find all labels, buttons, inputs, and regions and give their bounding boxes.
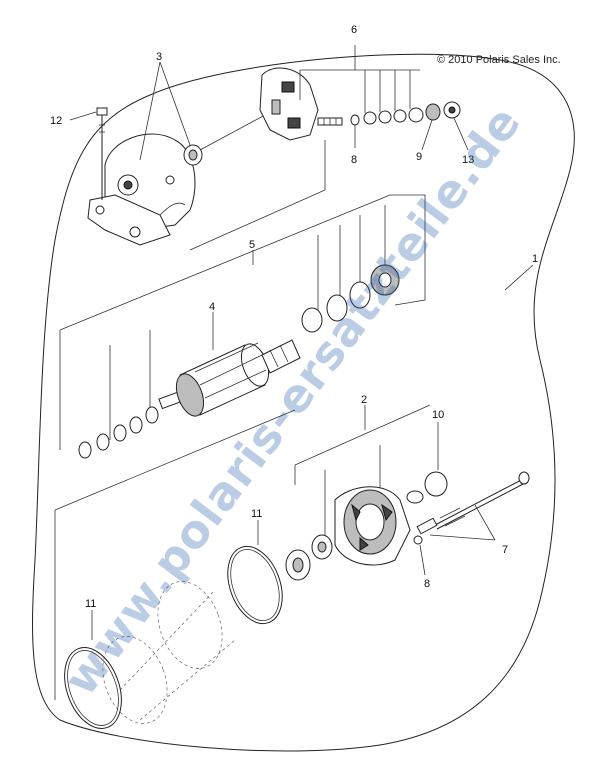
part-terminal-stud (317, 117, 343, 126)
part-yoke (102, 581, 236, 724)
callout-8-top: 8 (351, 154, 357, 166)
part-spacer-stack-left (78, 406, 159, 459)
callout-3: 3 (156, 51, 162, 63)
assembly-outline (32, 53, 575, 752)
part-spacer-stack-right (301, 264, 400, 333)
copyright-text: © 2010 Polaris Sales Inc. (437, 54, 561, 66)
part-washer-stack (350, 101, 461, 126)
callout-8-bottom: 8 (424, 578, 430, 590)
part-o-ring-lower (64, 647, 122, 729)
callout-11-upper: 11 (251, 508, 262, 520)
part-brush-plate (259, 67, 319, 141)
part-bushing (183, 144, 203, 166)
part-drive-housing (334, 486, 424, 566)
part-bearing (285, 534, 333, 581)
part-through-bolt (416, 471, 530, 535)
part-o-ring-upper (227, 545, 283, 625)
part-armature (158, 339, 301, 417)
callout-12: 12 (50, 115, 62, 127)
part-end-cover (87, 133, 196, 246)
callout-2: 2 (361, 394, 367, 406)
callout-5: 5 (249, 239, 255, 251)
callout-1: 1 (532, 253, 538, 265)
callout-11-lower: 11 (85, 598, 96, 610)
callout-10: 10 (432, 409, 444, 421)
callout-9: 9 (416, 151, 422, 163)
callout-4: 4 (209, 301, 215, 313)
callout-6: 6 (351, 24, 357, 36)
callout-7: 7 (502, 544, 508, 556)
callout-13: 13 (462, 154, 474, 166)
part-plug (424, 471, 448, 497)
part-screw (96, 107, 108, 200)
